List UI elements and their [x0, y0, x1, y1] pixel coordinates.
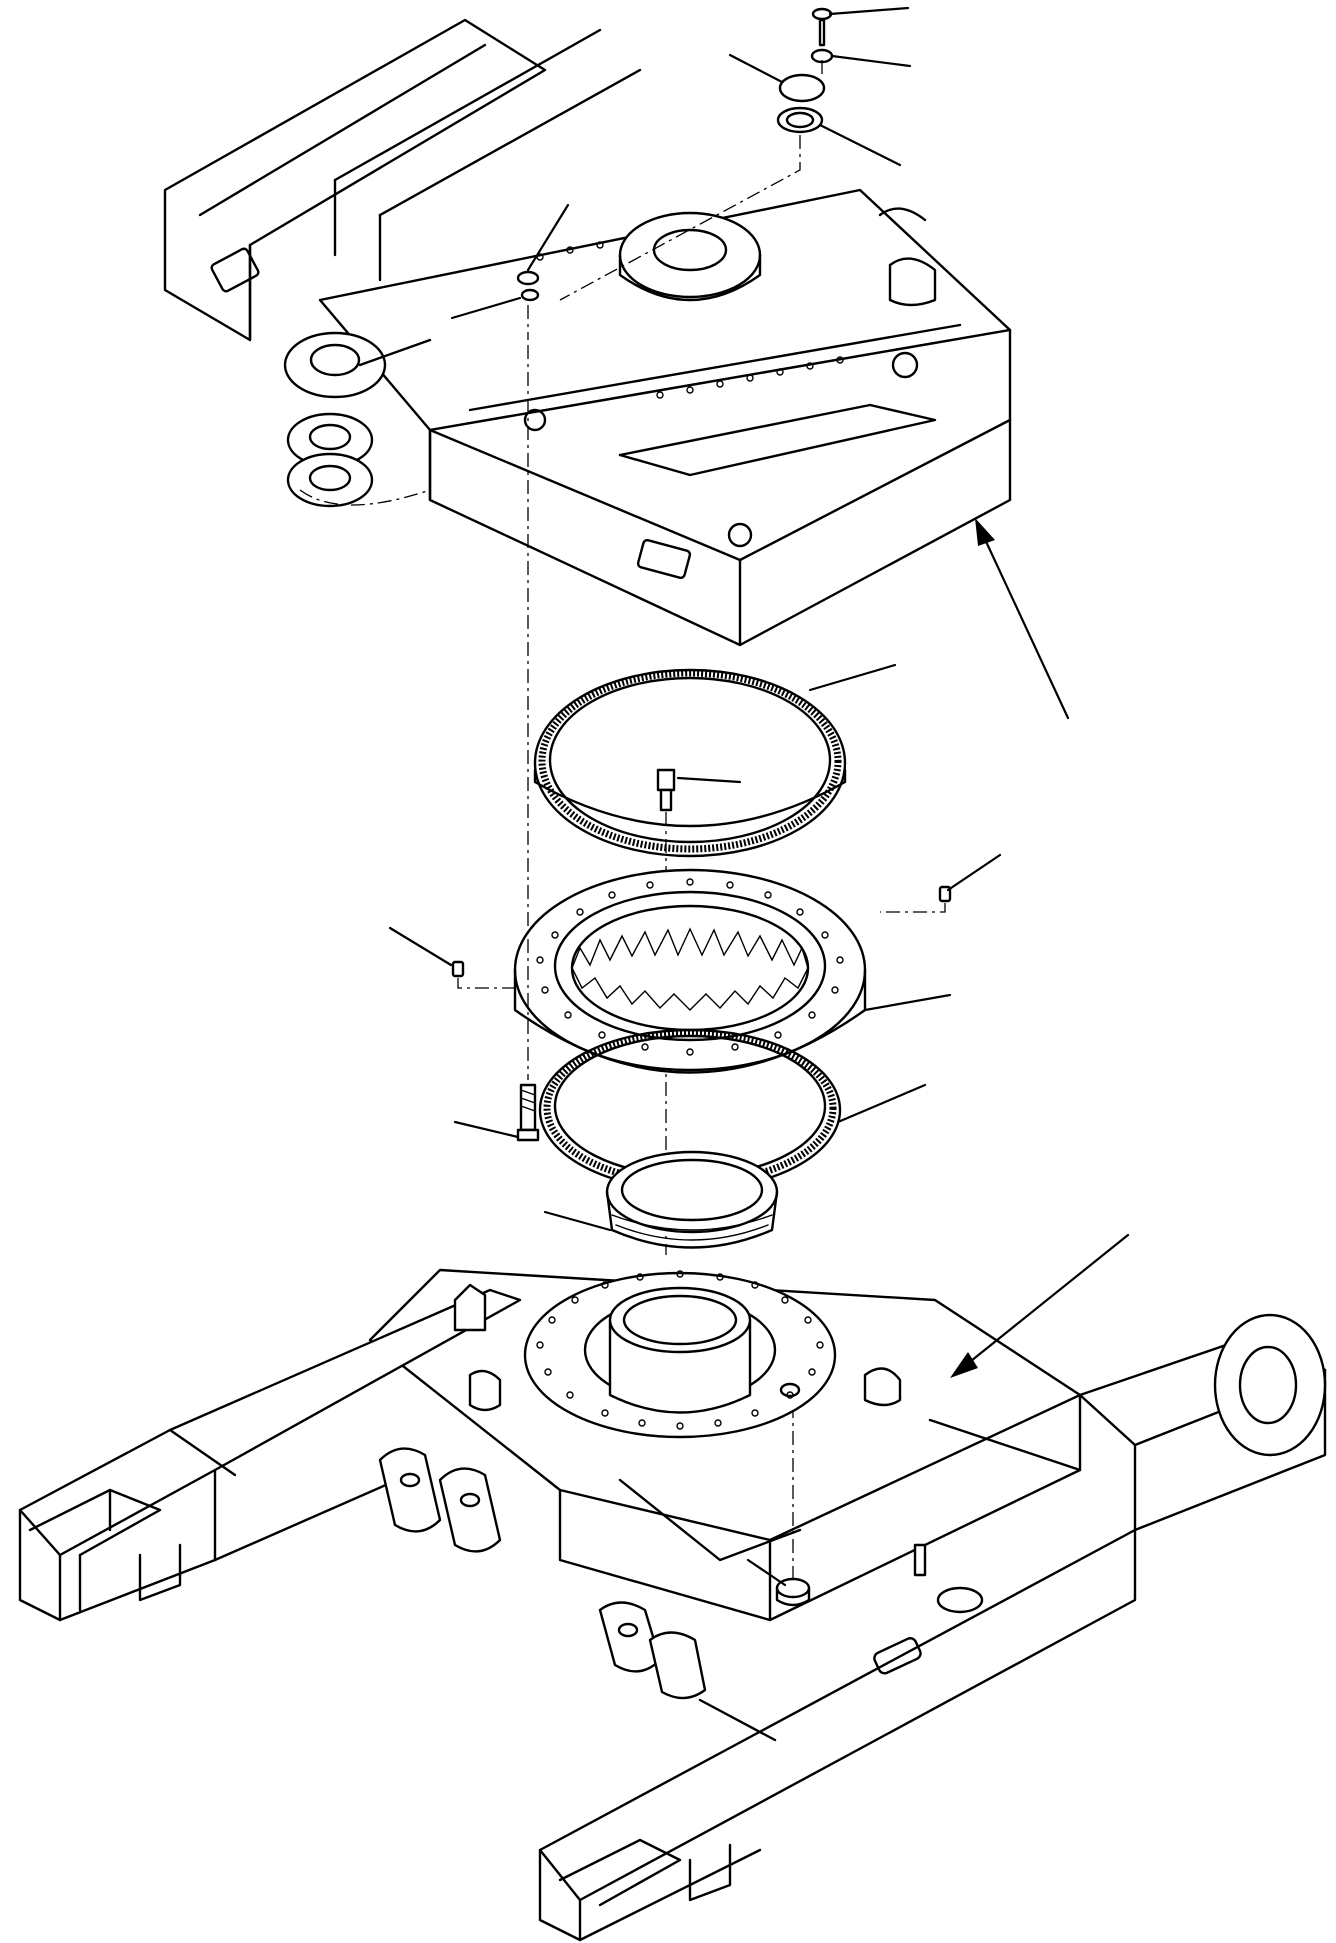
- lower-track-frame: [18, 1268, 1327, 1942]
- mount-bolt-holes: [536, 1270, 824, 1430]
- upper-seal-ring: [533, 668, 847, 858]
- long-bolt: [516, 1083, 540, 1142]
- bolt-washer-stack: [516, 270, 540, 340]
- cover-plate-assembly: [559, 7, 834, 301]
- bearing-bolt-holes: [536, 878, 844, 1056]
- leader-lines: [388, 6, 1002, 1587]
- bolt-hole-row: [536, 241, 844, 399]
- arrow-lower-frame: [950, 1233, 1130, 1378]
- arrow-upper-frame: [975, 518, 1070, 720]
- dowel-pin-right: [880, 885, 952, 913]
- upper-revolving-frame: [163, 18, 1012, 647]
- swing-circle: [513, 868, 867, 1074]
- center-swivel-joint: [605, 1150, 779, 1249]
- dowel-pin-left: [451, 960, 520, 989]
